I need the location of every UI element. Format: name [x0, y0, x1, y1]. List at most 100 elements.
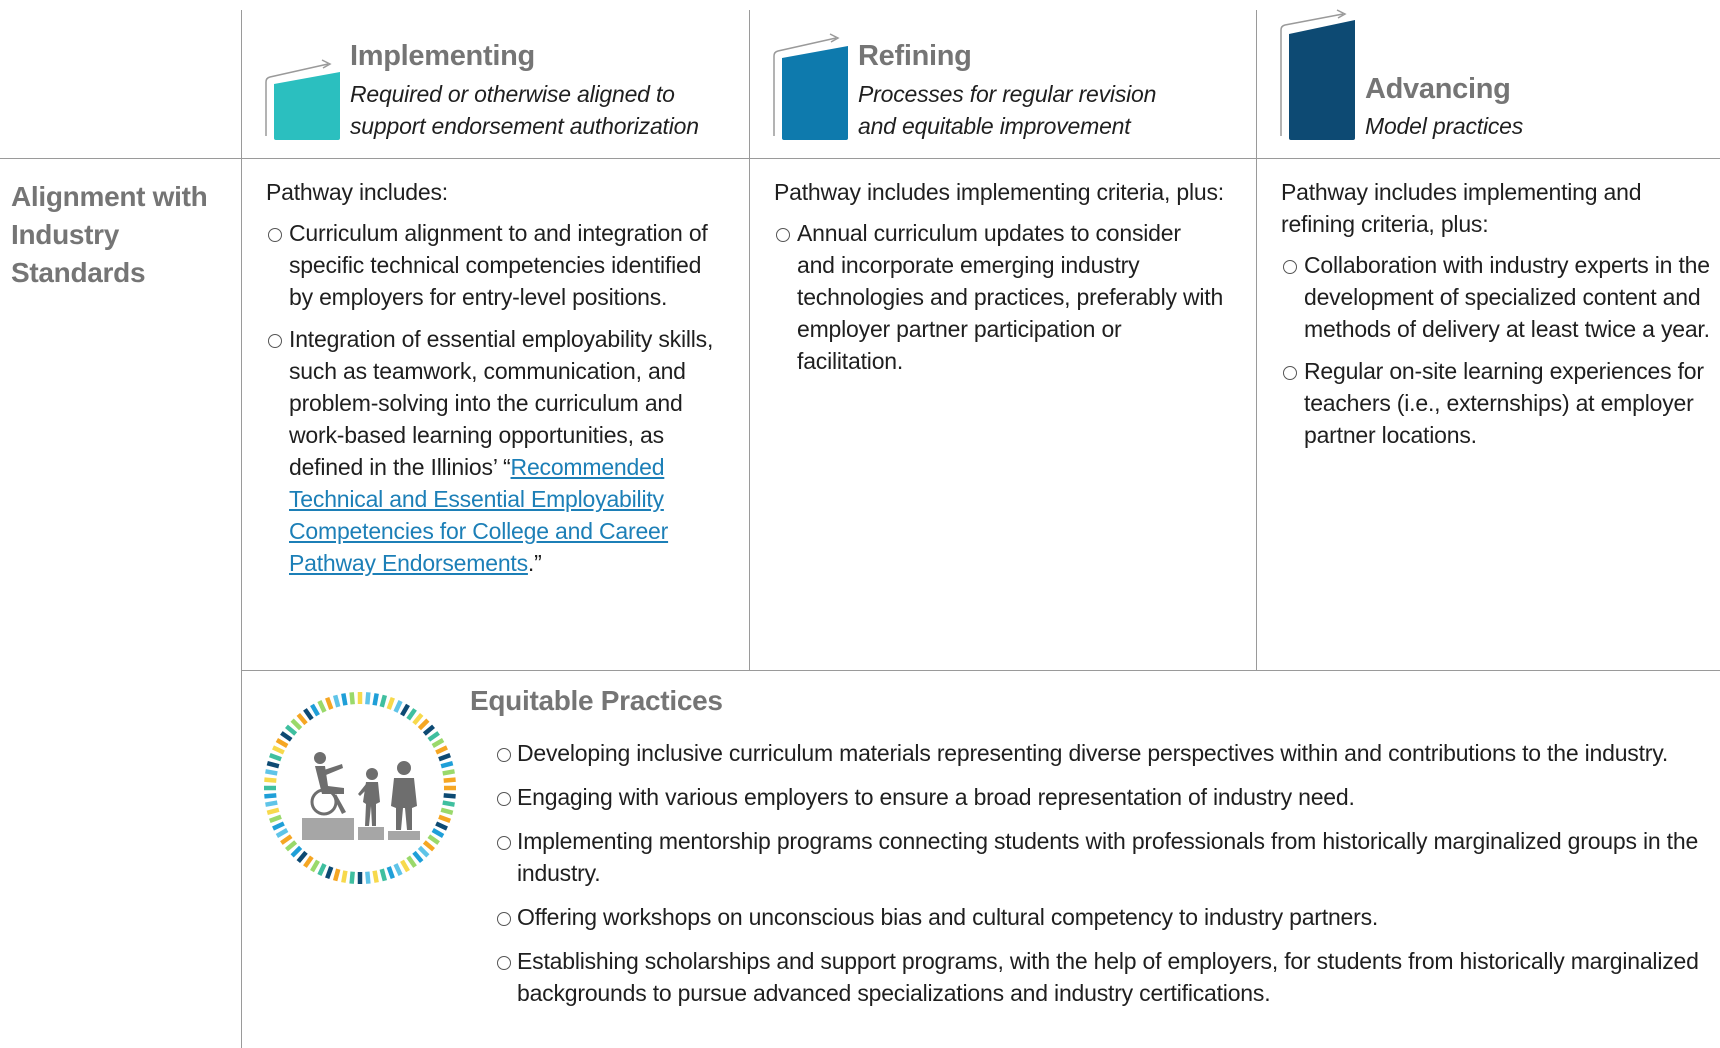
ring-dash	[438, 814, 451, 823]
ring-dash	[296, 713, 308, 726]
ring-dash	[440, 807, 454, 816]
list-item: Integration of essential employability s…	[266, 323, 716, 579]
ring-dash	[443, 777, 456, 783]
ring-dash	[317, 863, 327, 876]
stair-step-icon	[1280, 9, 1355, 140]
row-divider	[241, 670, 1720, 671]
ring-dash	[417, 718, 430, 731]
list-item: Offering workshops on unconscious bias a…	[497, 901, 1712, 933]
ring-dash	[296, 850, 308, 863]
circle-bullet-icon	[1283, 260, 1297, 274]
stair-step-icon	[773, 33, 848, 140]
criteria-list: Collaboration with industry experts in t…	[1281, 249, 1716, 451]
ring-dash	[310, 859, 320, 873]
list-item-text: Curriculum alignment to and integration …	[289, 220, 708, 310]
cell-refining: Pathway includes implementing criteria, …	[774, 176, 1224, 387]
list-item-text: Engaging with various employers to ensur…	[517, 784, 1355, 810]
equitable-practices-list: Developing inclusive curriculum material…	[497, 737, 1712, 1021]
row-label: Alignment with Industry Standards	[11, 181, 208, 288]
level-header-advancing: Advancing Model practices	[1257, 0, 1720, 158]
circle-bullet-icon	[497, 912, 511, 926]
equity-people-icon	[264, 692, 456, 884]
circle-bullet-icon	[497, 956, 511, 970]
ring-dash	[443, 793, 456, 799]
step-block	[388, 831, 420, 840]
competencies-link[interactable]: Recommended Technical and Essential Empl…	[289, 454, 669, 576]
list-item: Curriculum alignment to and integration …	[266, 217, 716, 313]
ring-dash	[417, 845, 430, 858]
ring-dash	[442, 769, 455, 776]
list-item-text: Annual curriculum updates to consider an…	[797, 220, 1224, 374]
ring-dash	[427, 731, 440, 742]
level-title: Implementing	[350, 40, 535, 72]
ring-dash	[412, 850, 424, 863]
ring-dash	[265, 769, 278, 776]
ring-dash	[341, 870, 348, 883]
ring-dash	[272, 745, 285, 755]
list-item-text: Implementing mentorship programs connect…	[517, 828, 1699, 886]
ring-dash	[422, 840, 435, 852]
ring-dash	[400, 859, 410, 873]
ring-dash	[372, 693, 379, 706]
cell-intro: Pathway includes:	[266, 179, 448, 205]
ring-dash	[341, 693, 348, 706]
list-item: Regular on-site learning experiences for…	[1281, 355, 1716, 451]
ring-dash	[393, 863, 403, 876]
ring-dash	[269, 753, 282, 762]
level-subtitle-line-1: Required or otherwise aligned to	[350, 81, 675, 107]
column-divider-3	[1256, 10, 1257, 670]
ring-dash	[332, 868, 341, 882]
ring-dash	[438, 753, 451, 762]
list-item: Collaboration with industry experts in t…	[1281, 249, 1716, 345]
level-subtitle-line-1: Model practices	[1365, 113, 1524, 139]
level-subtitle-line-1: Processes for regular revision	[858, 81, 1157, 107]
cell-intro: Pathway includes implementing and refini…	[1281, 179, 1642, 237]
ring-dash	[435, 745, 448, 755]
column-divider-1	[241, 10, 242, 1048]
column-divider-2	[749, 10, 750, 670]
list-item-text: Offering workshops on unconscious bias a…	[517, 904, 1379, 930]
ring-dash	[386, 866, 395, 879]
ring-dash	[275, 828, 289, 838]
dashed-color-ring	[264, 692, 456, 884]
stair-step-icon	[265, 59, 340, 140]
ring-dash	[406, 855, 417, 868]
ring-dash	[285, 840, 298, 852]
ring-dash	[325, 866, 334, 879]
cell-advancing: Pathway includes implementing and refini…	[1281, 176, 1716, 461]
ring-dash	[406, 708, 417, 721]
standing-person	[391, 761, 417, 830]
ring-dash	[431, 738, 445, 748]
standing-person	[358, 768, 380, 826]
list-item-text: Establishing scholarships and support pr…	[517, 948, 1699, 1006]
ring-dash	[435, 821, 448, 831]
level-title: Refining	[858, 40, 972, 72]
criteria-list: Curriculum alignment to and integration …	[266, 217, 716, 579]
ring-dash	[379, 868, 388, 882]
list-item-text: Regular on-site learning experiences for…	[1304, 358, 1704, 448]
list-item: Establishing scholarships and support pr…	[497, 945, 1712, 1009]
equitable-practices-title: Equitable Practices	[470, 685, 723, 716]
list-item-text: Collaboration with industry experts in t…	[1304, 252, 1710, 342]
ring-dash	[275, 738, 289, 748]
ring-dash	[379, 694, 388, 708]
ring-dash	[431, 828, 445, 838]
ring-dash	[280, 834, 293, 845]
list-item: Engaging with various employers to ensur…	[497, 781, 1712, 813]
ring-dash	[427, 834, 440, 845]
ring-dash	[290, 845, 303, 858]
ring-dash	[266, 760, 280, 769]
ring-dash	[386, 697, 395, 710]
level-header-refining: Refining Processes for regular revision …	[750, 0, 1256, 158]
level-subtitle-line-2: and equitable improvement	[858, 113, 1131, 139]
ring-dash	[372, 870, 379, 883]
ring-dash	[264, 777, 277, 783]
ring-dash	[365, 871, 371, 884]
ring-dash	[422, 724, 435, 736]
circle-bullet-icon	[1283, 366, 1297, 380]
wheelchair-person	[310, 752, 346, 816]
circle-bullet-icon	[497, 792, 511, 806]
list-item-text-end: .”	[527, 550, 542, 576]
ring-dash	[266, 807, 280, 816]
ring-dash	[349, 871, 355, 884]
